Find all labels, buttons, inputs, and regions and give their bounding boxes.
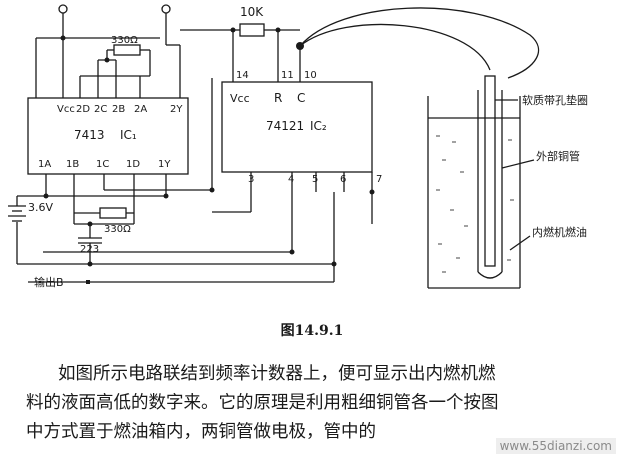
watermark: www.55dianzi.com <box>495 438 616 454</box>
ic1-pin-1b: 1B <box>66 159 79 170</box>
capacitor-label: 223 <box>80 244 99 255</box>
ic1-name: IC₁ <box>120 128 137 142</box>
ic2-pin-10-number: 10 <box>304 70 317 81</box>
ic2-pin-vcc: Vcc <box>230 92 250 105</box>
label-washer: 软质带孔垫圈 <box>522 93 588 107</box>
ic1-pin-1y: 1Y <box>158 159 171 170</box>
ic1-pin-vcc: Vcc <box>57 104 75 115</box>
ic1-pin-1c: 1C <box>96 159 109 170</box>
ic2-pin-6-number: 6 <box>340 174 346 185</box>
ic2-part-number: 74121 <box>266 119 304 133</box>
ic1-pin-2b: 2B <box>112 104 125 115</box>
ic2-pin-3-number: 3 <box>248 174 254 185</box>
ic1-pin-2a: 2A <box>134 104 147 115</box>
resistor-10k-label: 10K <box>240 5 264 19</box>
ic2-pin-c: C <box>297 91 305 105</box>
label-engine-fuel: 内燃机燃油 <box>532 225 587 239</box>
paragraph-line: 中方式置于燃油箱内，两铜管做电极，管中的 <box>26 422 376 442</box>
body-paragraph: 如图所示电路联结到频率计数器上，便可显示出内燃机燃 料的液面高低的数字来。它的原… <box>26 360 624 447</box>
ic1-pin-2d: 2D <box>76 104 90 115</box>
resistor-bottom-label: 330Ω <box>104 224 131 235</box>
ic2-name: IC₂ <box>310 119 327 133</box>
ic2-pin-4-number: 4 <box>288 174 294 185</box>
output-b-label: 输出B <box>34 275 64 289</box>
battery-label: 3.6V <box>28 201 53 214</box>
ic2-pin-14-number: 14 <box>236 70 249 81</box>
paragraph-line: 料的液面高低的数字来。它的原理是利用粗细铜管各一个按图 <box>26 393 499 413</box>
ic1-pin-1a: 1A <box>38 159 51 170</box>
ic1-pin-2c: 2C <box>94 104 107 115</box>
ic1-pin-2y: 2Y <box>170 104 183 115</box>
ic1-pin-1d: 1D <box>126 159 140 170</box>
ic2-pin-5-number: 5 <box>312 174 318 185</box>
paragraph-line: 如图所示电路联结到频率计数器上，便可显示出内燃机燃 <box>58 364 496 384</box>
ic2-pin-7-number: 7 <box>376 174 382 185</box>
ic1-part-number: 7413 <box>74 128 105 142</box>
ic2-pin-11-number: 11 <box>281 70 294 81</box>
circuit-schematic: ○ ○ Vcc 2D 2C 2B 2A 2Y 7413 IC₁ 1A 1B 1C… <box>8 4 588 289</box>
ic2-pin-r: R <box>274 91 282 105</box>
figure-caption: 图14.9.1 <box>280 323 344 339</box>
resistor-top-label: 330Ω <box>111 35 138 46</box>
label-outer-copper-tube: 外部铜管 <box>536 149 580 163</box>
